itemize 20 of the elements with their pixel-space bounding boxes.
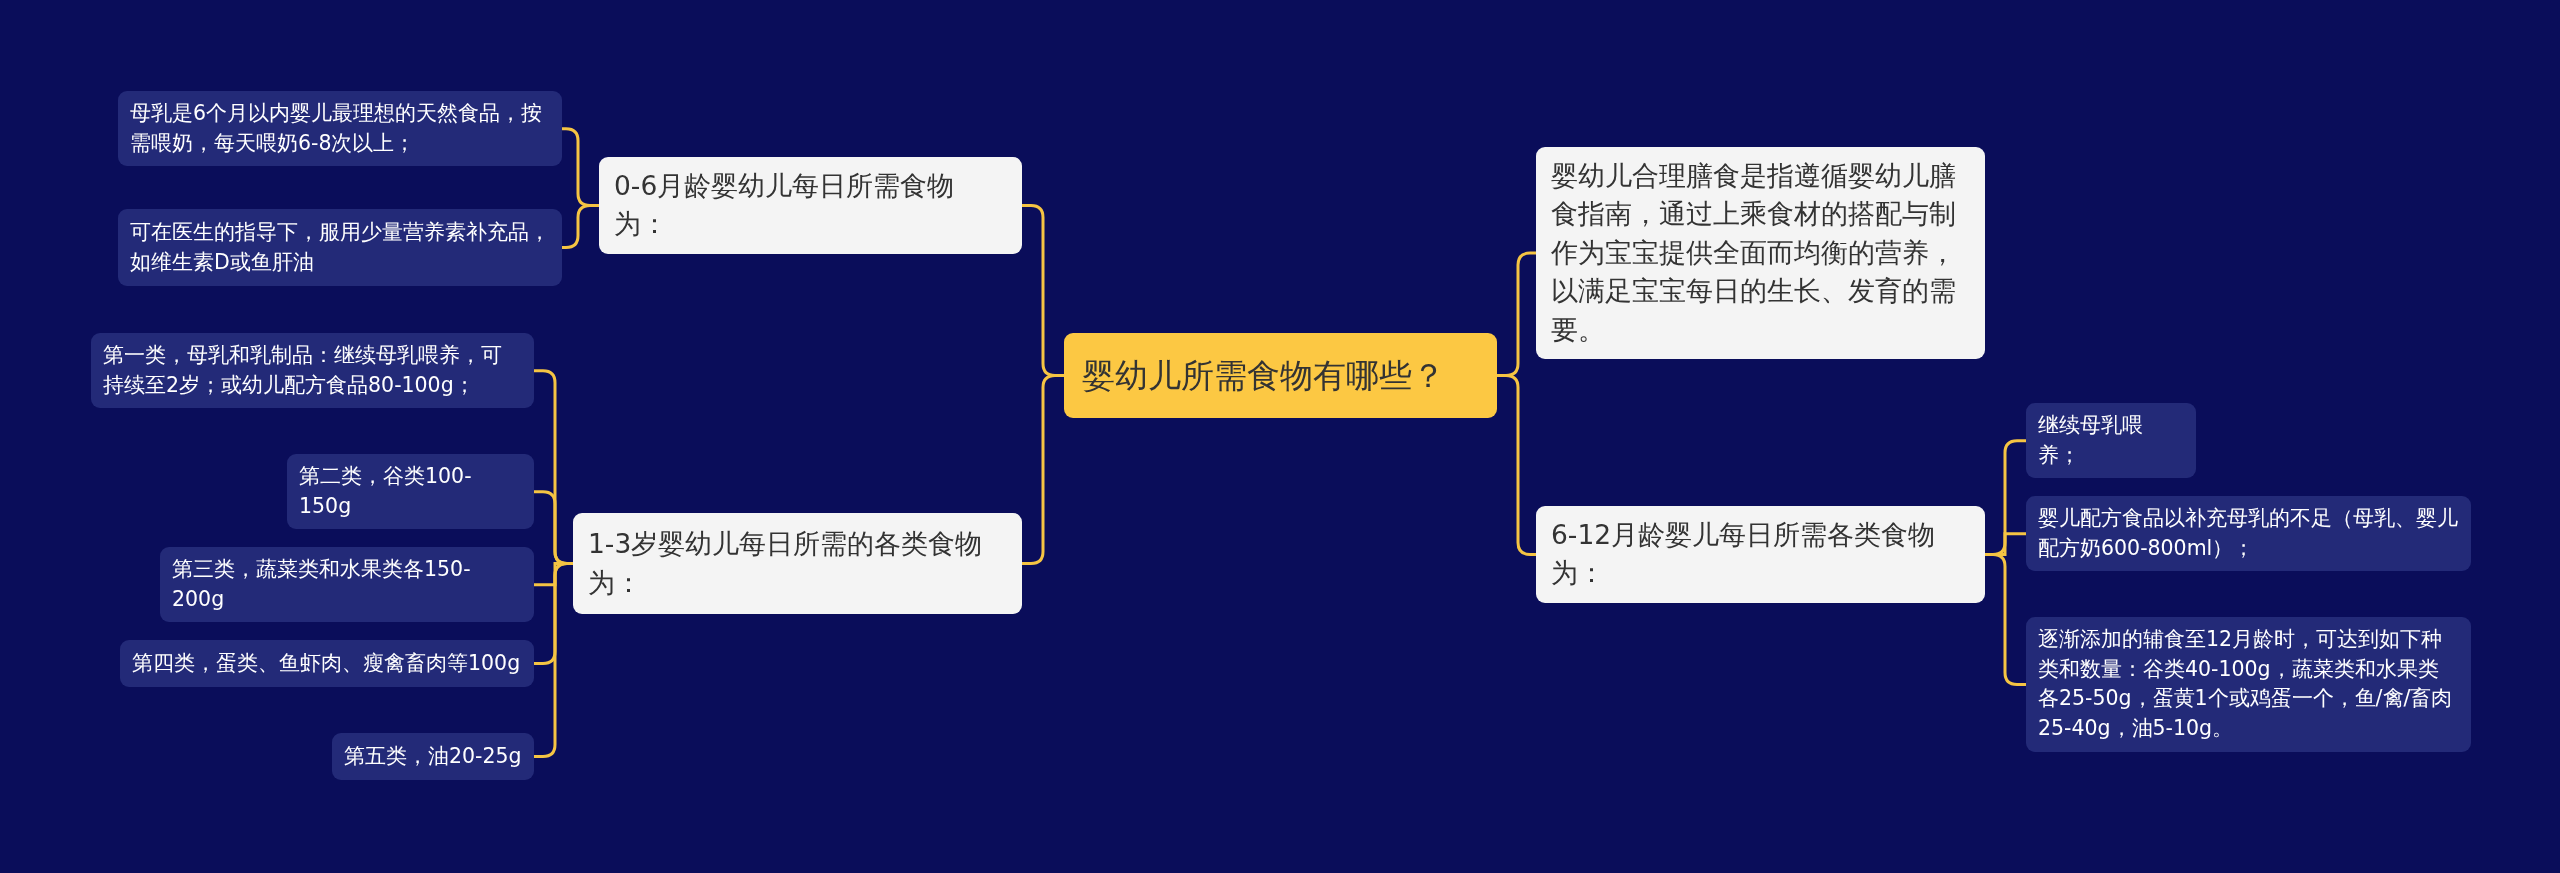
subtopic-box: 第一类，母乳和乳制品：继续母乳喂养，可持续至2岁；或幼儿配方食品80-100g；: [91, 333, 534, 409]
central-topic-box: 婴幼儿所需食物有哪些？: [1064, 333, 1497, 418]
subtopic-box: 第二类，谷类100-150g: [287, 454, 534, 530]
subtopic-box: 第四类，蛋类、鱼虾肉、瘦禽畜肉等100g: [120, 640, 534, 687]
topic-box: 1-3岁婴幼儿每日所需的各类食物为：: [573, 513, 1022, 614]
connector: [562, 203, 599, 249]
topic-box: 婴幼儿合理膳食是指遵循婴幼儿膳食指南，通过上乘食材的搭配与制作为宝宝提供全面而均衡的营养，以满足宝宝每日的生长、发育的需要。: [1536, 147, 1985, 360]
connector: [1022, 374, 1064, 565]
subtopic-box: 婴儿配方食品以补充母乳的不足（母乳、婴儿配方奶600-800ml）；: [2026, 496, 2471, 572]
connector: [1497, 374, 1536, 556]
subtopic-box: 继续母乳喂养；: [2026, 403, 2196, 479]
connector: [534, 562, 573, 758]
subtopic-box: 第五类，油20-25g: [332, 733, 534, 780]
topic-box: 0-6月龄婴幼儿每日所需食物为：: [599, 157, 1022, 254]
topic-box: 6-12月龄婴儿每日所需各类食物为：: [1536, 506, 1985, 603]
subtopic-box: 可在医生的指导下，服用少量营养素补充品，如维生素D或鱼肝油: [118, 209, 562, 286]
subtopic-box: 第三类，蔬菜类和水果类各150-200g: [160, 547, 534, 623]
subtopic-box: 母乳是6个月以内婴儿最理想的天然食品，按需喂奶，每天喂奶6-8次以上；: [118, 91, 562, 167]
connector: [1985, 552, 2026, 686]
subtopic-box: 逐渐添加的辅食至12月龄时，可达到如下种类和数量：谷类40-100g，蔬菜类和水果类各25-50g，蛋黄1个或鸡蛋一个，鱼/禽/畜肉25-40g，油5-10g。: [2026, 617, 2471, 752]
